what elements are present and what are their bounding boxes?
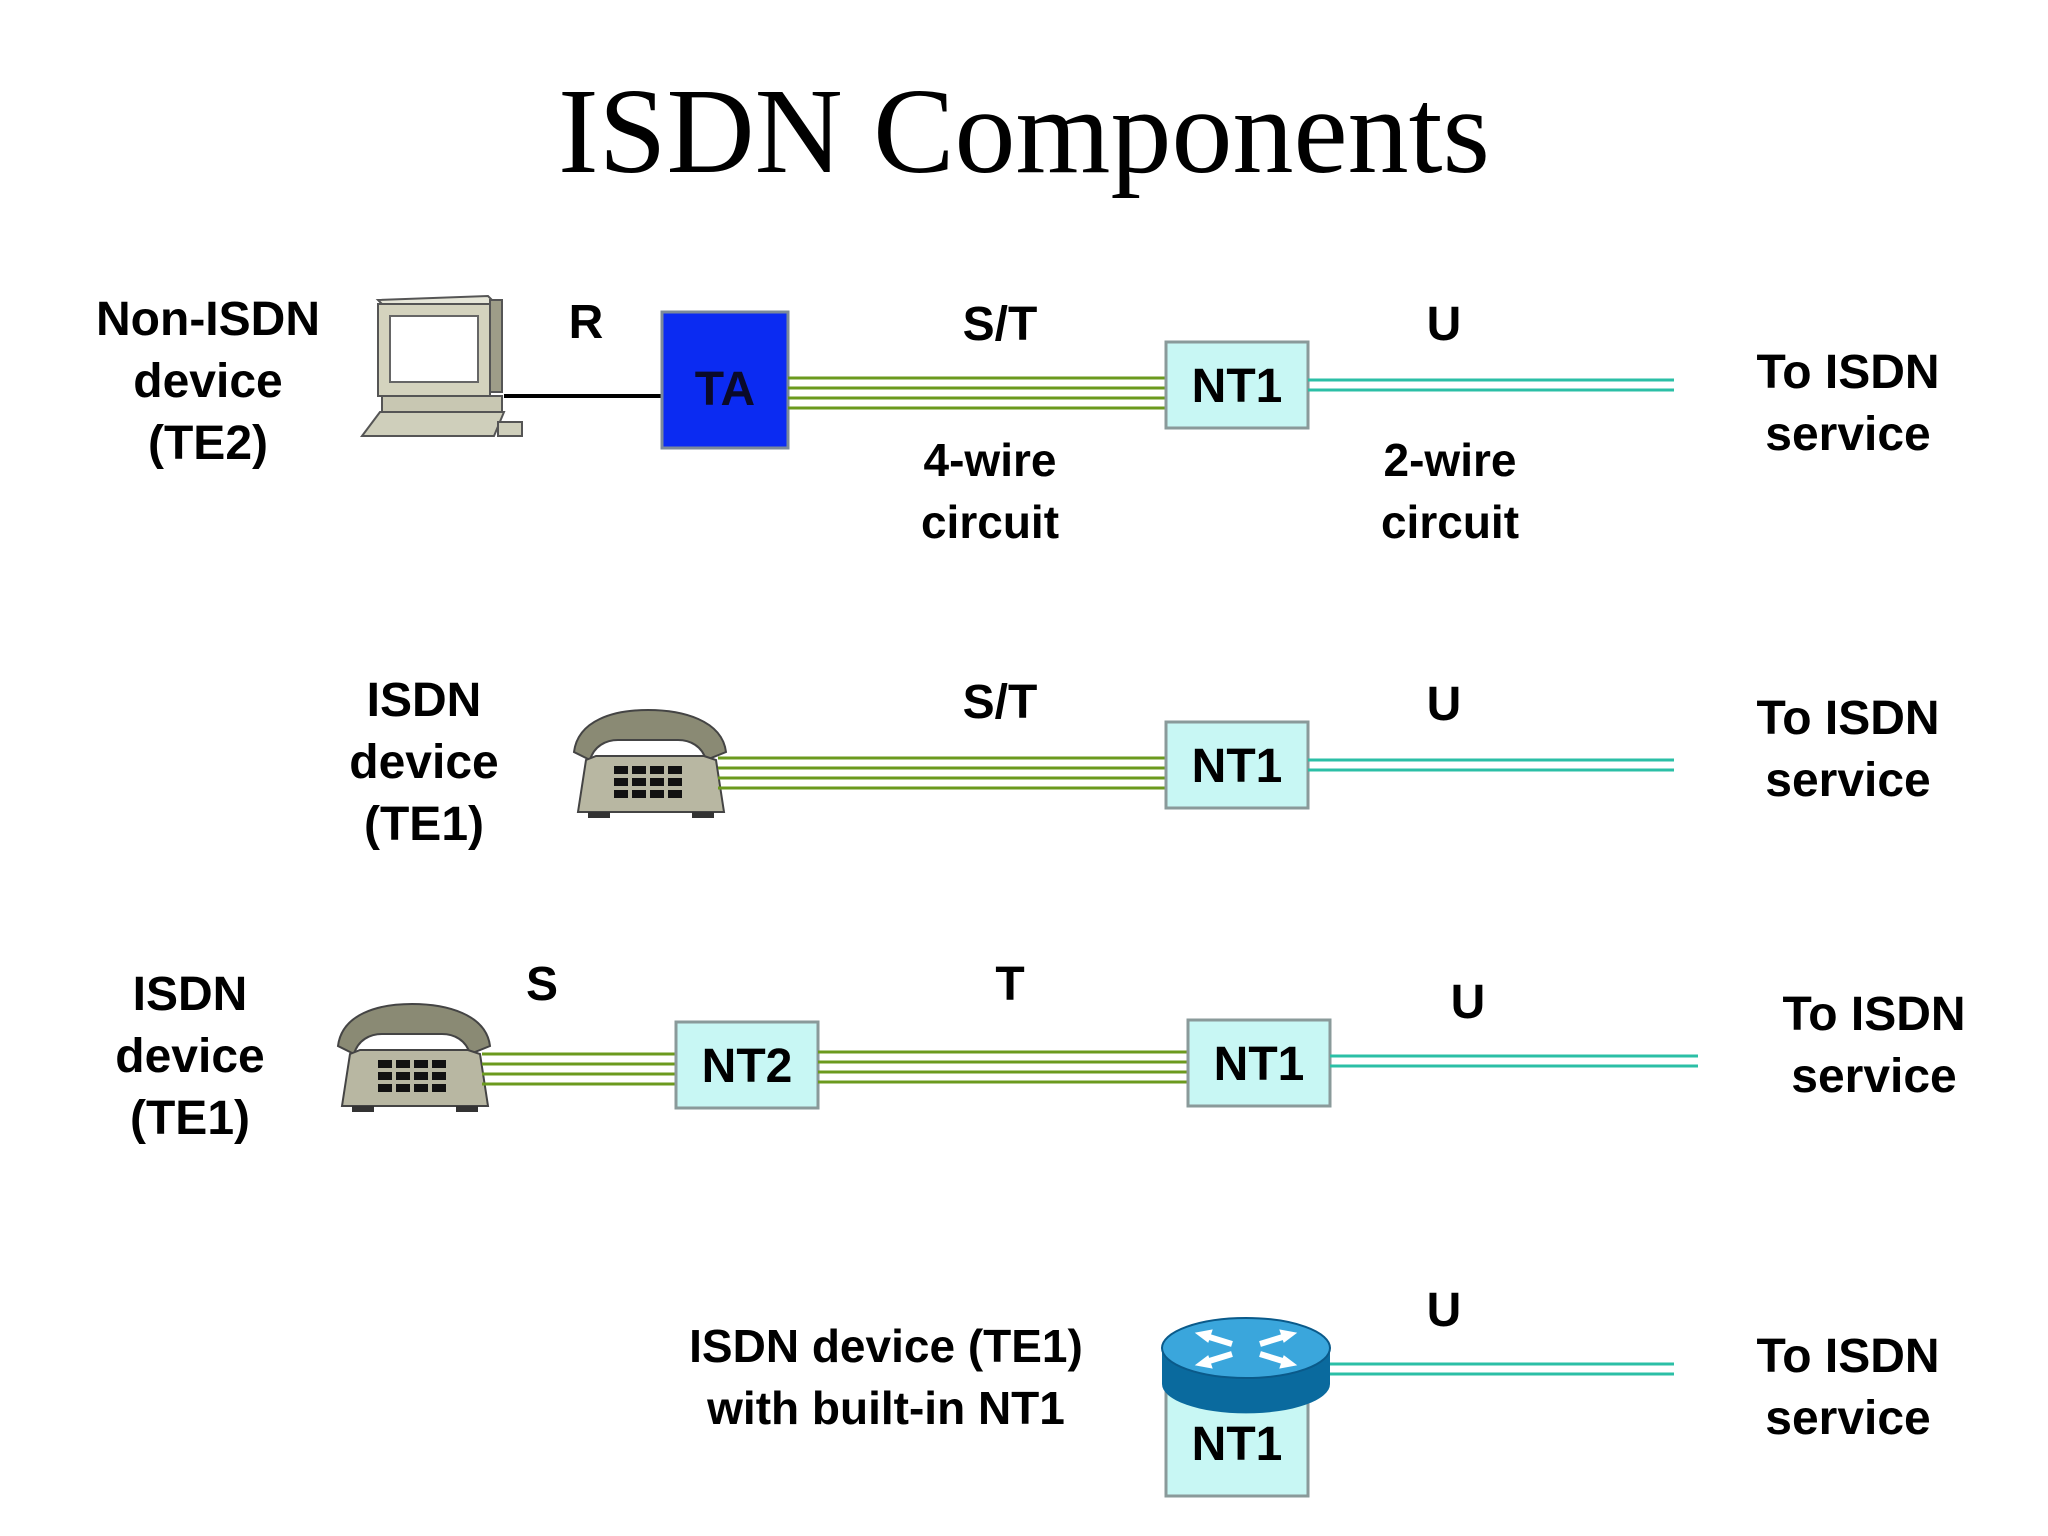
device-label-line2: with built-in NT1 (706, 1382, 1065, 1434)
four-wire-line (718, 756, 1166, 790)
four-wire-line-s (482, 1052, 676, 1086)
two-wire-label-line2: circuit (1381, 496, 1519, 548)
ref-point-u: U (1427, 298, 1462, 351)
row-te1-st: ISDN device (TE1) S/T NT1 U (349, 674, 1939, 851)
device-label-line3: (TE2) (148, 417, 268, 470)
ref-point-u: U (1427, 678, 1462, 731)
row-te1-s-t: ISDN device (TE1) S NT2 (115, 958, 1965, 1145)
ref-point-s: S (526, 958, 558, 1011)
nt1-label: NT1 (1214, 1038, 1305, 1091)
nt1-box (1186, 1018, 1332, 1108)
router-icon (1161, 1317, 1331, 1498)
row-te2: Non-ISDN device (TE2) R TA S/T 4-wire ci… (96, 293, 1940, 548)
device-label-line3: (TE1) (364, 798, 484, 851)
row-te1-builtin-nt1: ISDN device (TE1) with built-in NT1 NT1 … (689, 1284, 1940, 1498)
service-label-line2: service (1765, 1392, 1931, 1445)
device-label-line2: device (133, 355, 282, 408)
service-label-line2: service (1765, 408, 1931, 461)
service-label-line1: To ISDN (1756, 346, 1939, 399)
nt2-box (674, 1020, 820, 1110)
ref-point-t: T (995, 958, 1024, 1011)
service-label-line1: To ISDN (1782, 988, 1965, 1041)
ref-point-u: U (1427, 1284, 1462, 1337)
two-wire-line (1308, 758, 1674, 772)
nt1-label: NT1 (1192, 360, 1283, 413)
device-label-line1: ISDN (367, 674, 482, 727)
device-label-line1: ISDN device (TE1) (689, 1320, 1083, 1372)
ref-point-st: S/T (963, 298, 1038, 351)
nt2-label: NT2 (702, 1040, 793, 1093)
nt1-box (1164, 720, 1310, 810)
telephone-icon (336, 1002, 492, 1112)
two-wire-line (1308, 378, 1674, 392)
ta-label: TA (695, 363, 755, 416)
slide-title: ISDN Components (558, 64, 1490, 199)
computer-icon (360, 294, 523, 437)
four-wire-label-line1: 4-wire (924, 434, 1057, 486)
two-wire-line (1330, 1054, 1698, 1068)
four-wire-line (788, 376, 1166, 410)
ref-point-u: U (1451, 976, 1486, 1029)
nt1-label: NT1 (1192, 1418, 1283, 1471)
four-wire-line-t (818, 1050, 1188, 1084)
ref-point-st: S/T (963, 676, 1038, 729)
device-label-line2: device (115, 1030, 264, 1083)
service-label-line1: To ISDN (1756, 1330, 1939, 1383)
two-wire-label-line1: 2-wire (1384, 434, 1517, 486)
device-label-line2: device (349, 736, 498, 789)
device-label-line3: (TE1) (130, 1092, 250, 1145)
nt1-box (1164, 340, 1310, 430)
device-label-line1: ISDN (133, 968, 248, 1021)
four-wire-label-line2: circuit (921, 496, 1059, 548)
service-label-line2: service (1765, 754, 1931, 807)
service-label-line2: service (1791, 1050, 1957, 1103)
ta-box (660, 310, 790, 450)
ref-point-r: R (569, 296, 604, 349)
service-label-line1: To ISDN (1756, 692, 1939, 745)
device-label-line1: Non-ISDN (96, 293, 320, 346)
nt1-label: NT1 (1192, 740, 1283, 793)
two-wire-line (1330, 1362, 1674, 1376)
telephone-icon (572, 708, 728, 818)
